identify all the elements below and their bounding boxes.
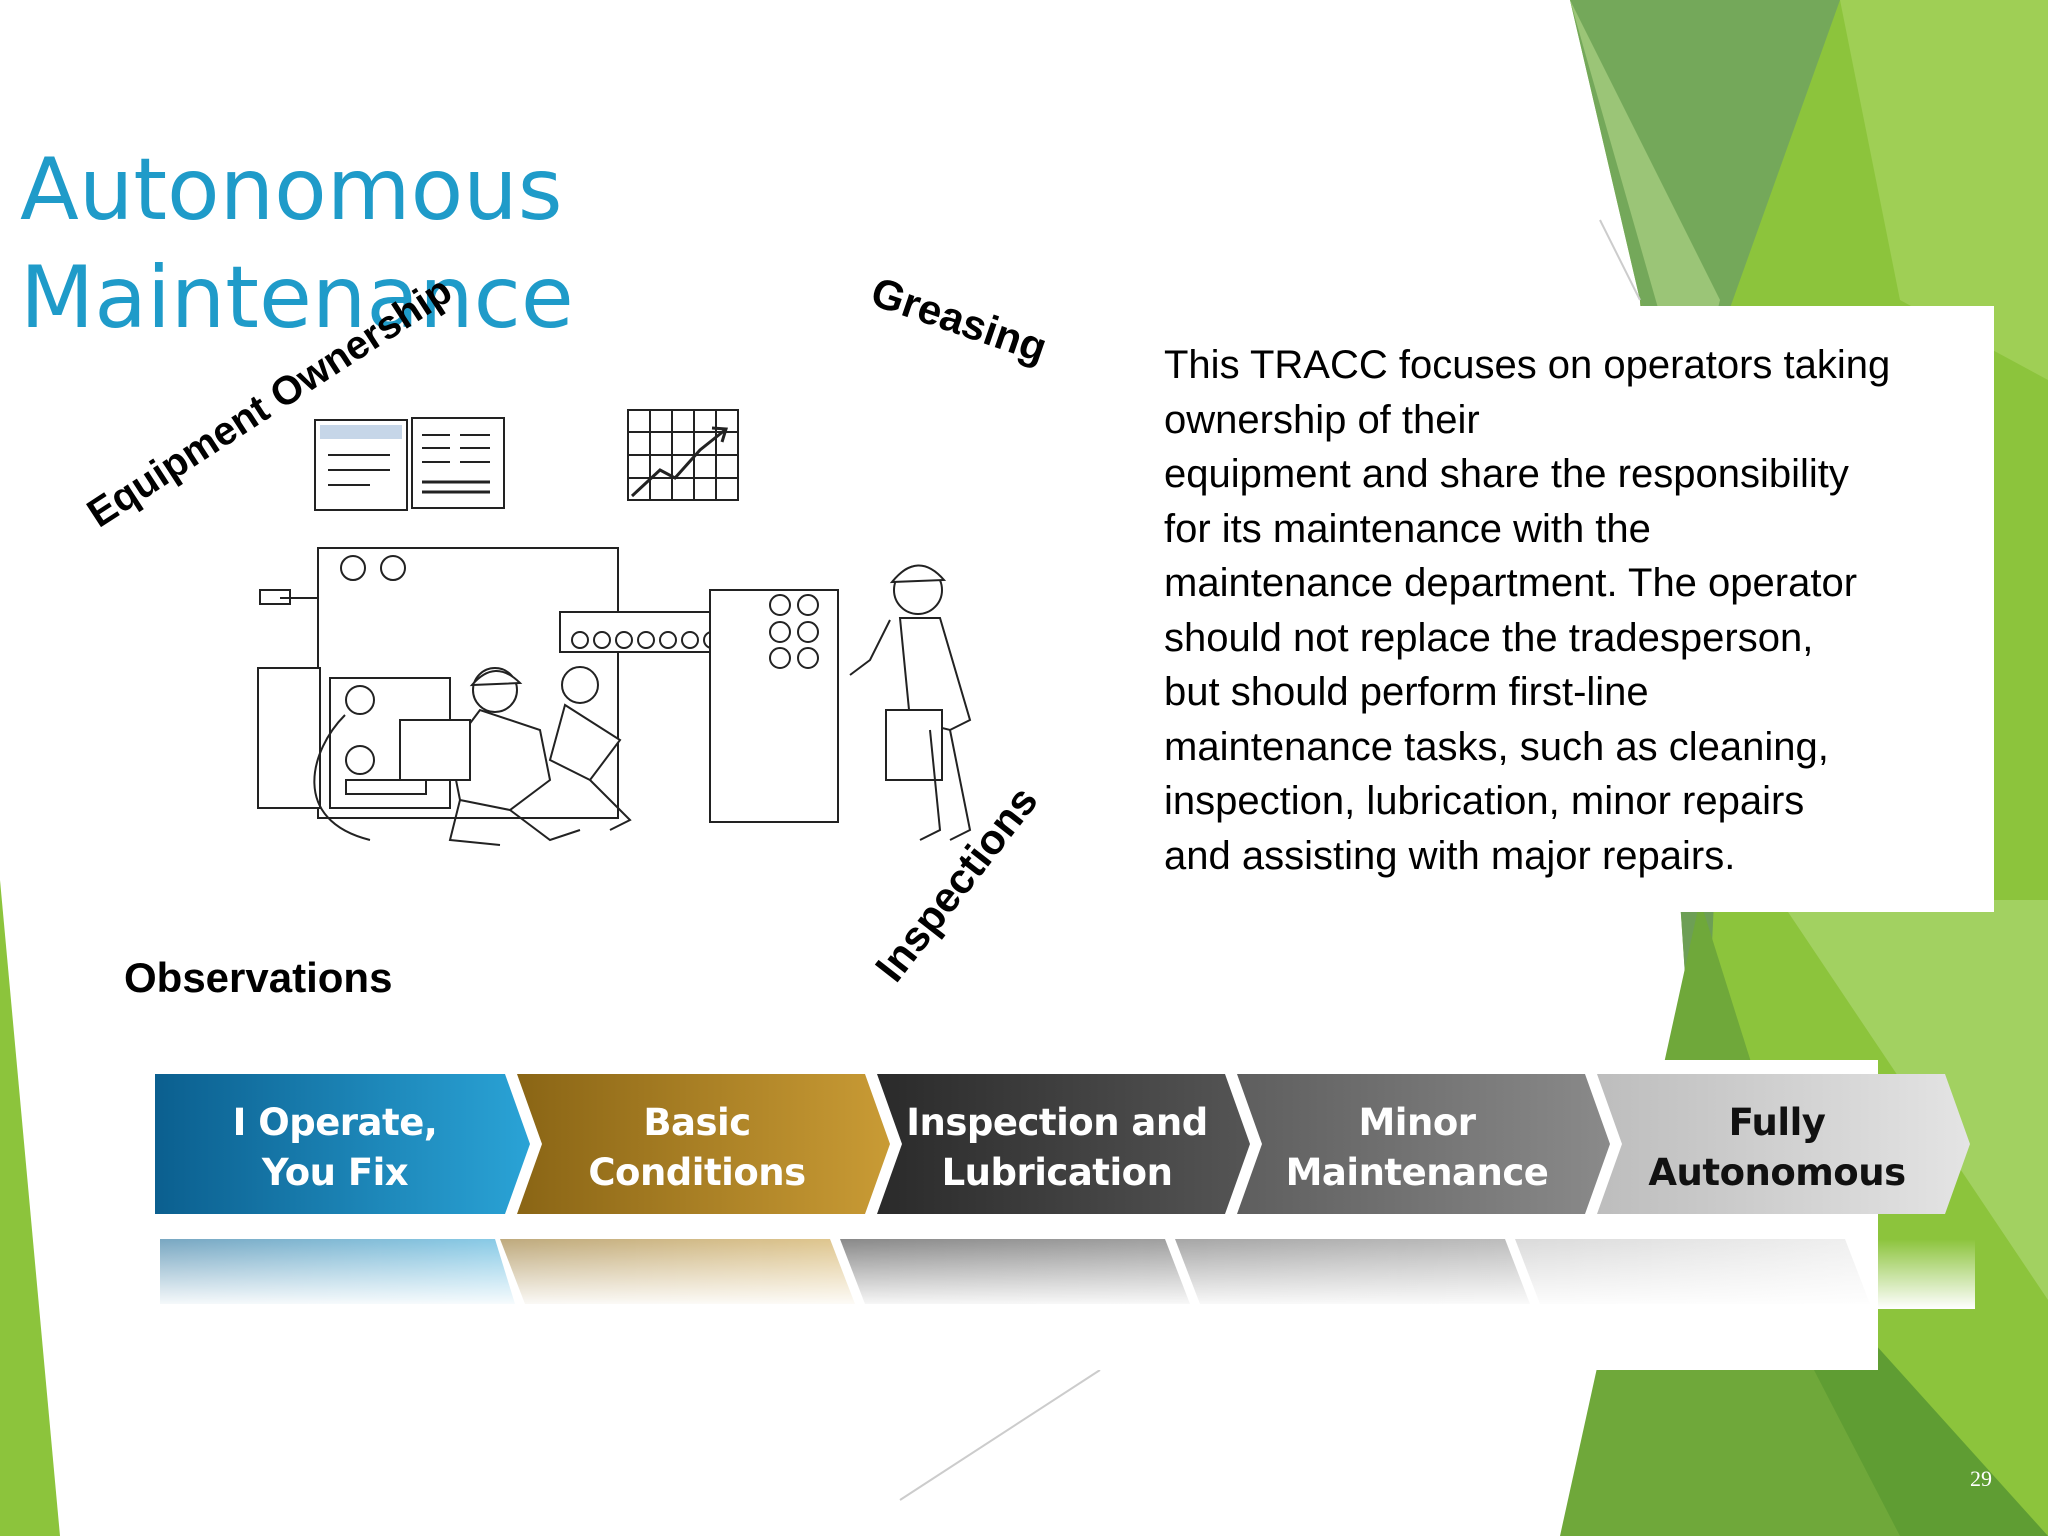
description-line: maintenance department. The operator bbox=[1164, 561, 1858, 605]
step-label-2: Basic Conditions bbox=[537, 1098, 857, 1208]
step-4-line-2: Maintenance bbox=[1285, 1151, 1549, 1194]
page-number: 29 bbox=[1970, 1466, 1992, 1491]
title-line-2: Maintenance bbox=[20, 248, 574, 348]
step-chevron-1 bbox=[155, 1074, 530, 1214]
step-2-line-2: Conditions bbox=[588, 1151, 806, 1194]
description-line: should not replace the tradesperson, bbox=[1164, 615, 1814, 660]
description-line: for its maintenance with the bbox=[1164, 506, 1651, 551]
step-5-line-2: Autonomous bbox=[1648, 1151, 1906, 1194]
operators-machine-illustration bbox=[257, 409, 972, 846]
step-label-3: Inspection and Lubrication bbox=[897, 1098, 1217, 1208]
description-text: This TRACC focuses on operators taking o… bbox=[1164, 338, 1984, 883]
step-label-4: Minor Maintenance bbox=[1257, 1098, 1577, 1208]
description-box bbox=[1152, 306, 1994, 912]
description-line: This TRACC focuses on operators taking bbox=[1164, 343, 1891, 387]
step-1-line-2: You Fix bbox=[261, 1151, 409, 1194]
steps-chevrons bbox=[155, 1074, 1975, 1309]
step-chevron-2 bbox=[517, 1074, 890, 1214]
step-chevron-4 bbox=[1237, 1074, 1610, 1214]
step-chevron-5 bbox=[1597, 1074, 1970, 1214]
step-label-1: I Operate, You Fix bbox=[175, 1098, 495, 1208]
step-1-line-1: I Operate, bbox=[232, 1101, 438, 1144]
step-5-line-1: Fully bbox=[1728, 1101, 1826, 1144]
step-chevron-3 bbox=[877, 1074, 1250, 1214]
observations-label: Observations bbox=[124, 954, 393, 1001]
step-label-5: Fully Autonomous bbox=[1617, 1098, 1937, 1208]
step-4-line-1: Minor bbox=[1358, 1101, 1476, 1144]
title-line-1: Autonomous bbox=[20, 140, 563, 240]
description-line: equipment and share the responsibility bbox=[1164, 452, 1849, 496]
description-line: maintenance tasks, such as cleaning, bbox=[1164, 724, 1829, 769]
step-3-line-2: Lubrication bbox=[941, 1151, 1173, 1194]
step-3-line-1: Inspection and bbox=[906, 1101, 1208, 1144]
description-line: but should perform first-line bbox=[1164, 670, 1649, 714]
step-2-line-1: Basic bbox=[643, 1101, 751, 1144]
description-line: inspection, lubrication, minor repairs bbox=[1164, 779, 1805, 823]
slide-title: Autonomous Maintenance bbox=[20, 136, 574, 352]
description-line: and assisting with major repairs. bbox=[1164, 833, 1736, 878]
description-line: ownership of their bbox=[1164, 397, 1480, 442]
